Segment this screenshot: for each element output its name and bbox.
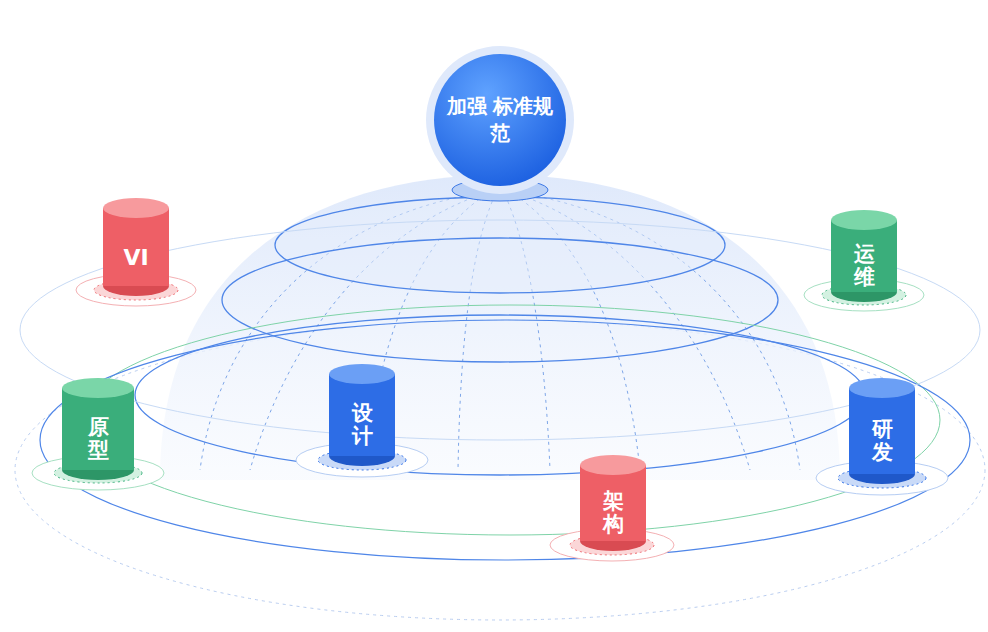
node-label: 设计 <box>352 402 373 448</box>
topic-cylinder: 原型 <box>62 378 134 480</box>
topic-cylinder: 运维 <box>831 210 897 302</box>
topic-cylinder: VI <box>103 198 169 296</box>
node-label: 运维 <box>854 243 875 289</box>
sphere-shape <box>432 52 568 188</box>
node-label: 加强 标准规范 <box>442 93 558 147</box>
topic-cylinder: 架构 <box>580 455 646 551</box>
topic-cylinder: 研发 <box>849 378 915 484</box>
node-label: 研发 <box>872 418 893 464</box>
node-label: 原型 <box>88 416 109 462</box>
topic-cylinder: 设计 <box>329 364 395 466</box>
node-label: 架构 <box>603 490 624 536</box>
standard-sphere: 加强 标准规范 <box>432 52 568 188</box>
node-label: VI <box>103 245 169 270</box>
